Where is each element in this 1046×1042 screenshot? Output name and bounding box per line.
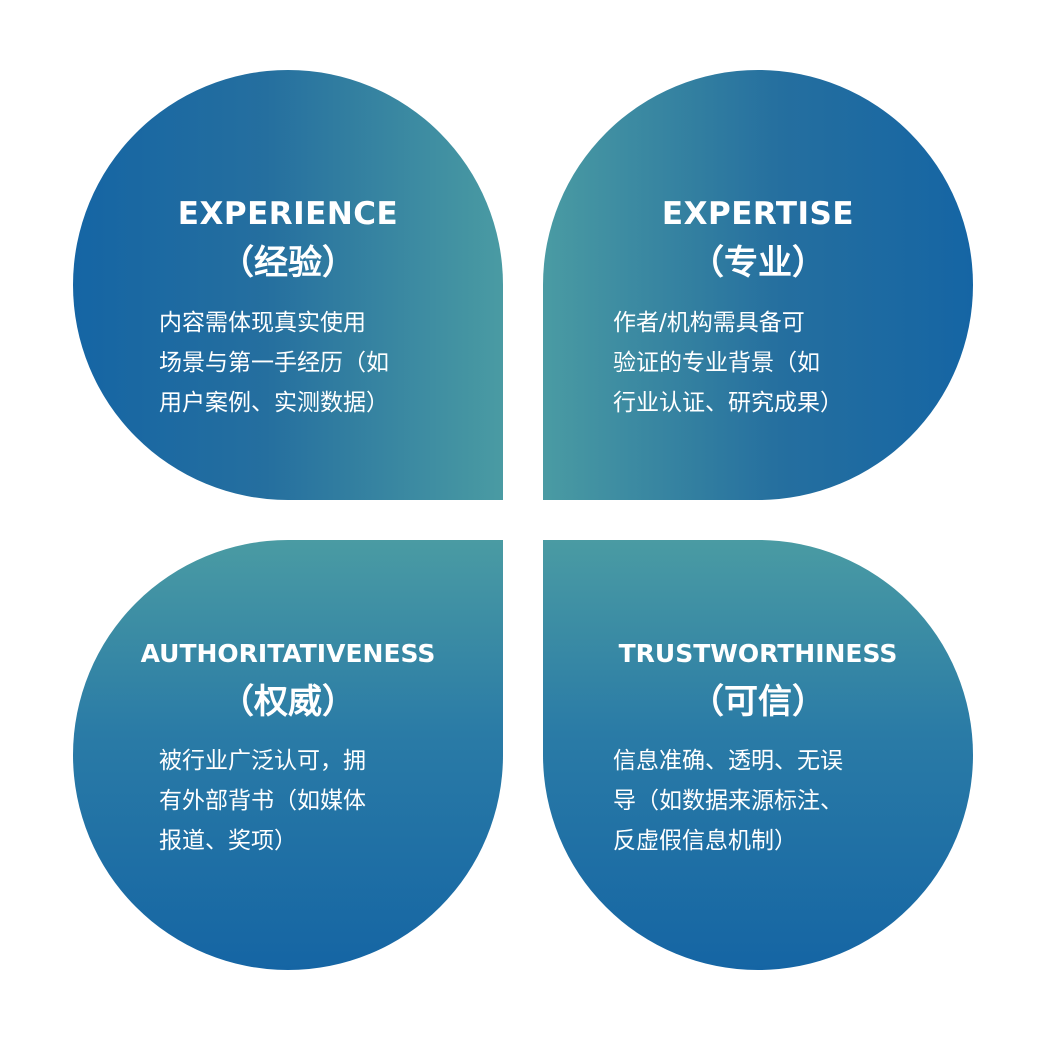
quadrant-description: 被行业广泛认可，拥 有外部背书（如媒体 报道、奖项） <box>159 741 429 861</box>
quadrant-expertise: EXPERTISE （专业） 作者/机构需具备可 验证的专业背景（如 行业认证、… <box>543 70 973 500</box>
quadrant-experience: EXPERIENCE （经验） 内容需体现真实使用 场景与第一手经历（如 用户案… <box>73 70 503 500</box>
description-line: 作者/机构需具备可 <box>613 310 805 336</box>
description-line: 信息准确、透明、无误 <box>613 748 843 774</box>
description-line: 被行业广泛认可，拥 <box>159 748 366 774</box>
quadrant-title-en: EXPERIENCE <box>177 196 399 232</box>
description-line: 验证的专业背景（如 <box>613 350 820 376</box>
quadrant-description: 内容需体现真实使用 场景与第一手经历（如 用户案例、实测数据） <box>159 303 429 423</box>
quadrant-description: 信息准确、透明、无误 导（如数据来源标注、 反虚假信息机制） <box>613 741 883 861</box>
description-line: 导（如数据来源标注、 <box>613 788 843 814</box>
quadrant-title-zh: （权威） <box>220 682 356 722</box>
quadrant-description: 作者/机构需具备可 验证的专业背景（如 行业认证、研究成果） <box>613 303 883 423</box>
description-line: 场景与第一手经历（如 <box>159 350 389 376</box>
description-line: 有外部背书（如媒体 <box>159 788 366 814</box>
quadrant-title-en: EXPERTISE <box>661 196 855 232</box>
quadrant-title-zh: （专业） <box>690 243 826 283</box>
quadrant-title-en: AUTHORITATIVENESS <box>140 639 436 668</box>
description-line: 报道、奖项） <box>159 828 297 854</box>
description-line: 用户案例、实测数据） <box>159 390 389 416</box>
quadrant-title-zh: （可信） <box>690 682 826 722</box>
description-line: 内容需体现真实使用 <box>159 310 366 336</box>
description-line: 反虚假信息机制） <box>613 828 797 854</box>
quadrant-title-zh: （经验） <box>220 243 356 283</box>
description-line: 行业认证、研究成果） <box>613 390 843 416</box>
quadrant-authoritativeness: AUTHORITATIVENESS （权威） 被行业广泛认可，拥 有外部背书（如… <box>73 540 503 970</box>
quadrant-trustworthiness: TRUSTWORTHINESS （可信） 信息准确、透明、无误 导（如数据来源标… <box>543 540 973 970</box>
quadrant-title-en: TRUSTWORTHINESS <box>618 639 898 668</box>
